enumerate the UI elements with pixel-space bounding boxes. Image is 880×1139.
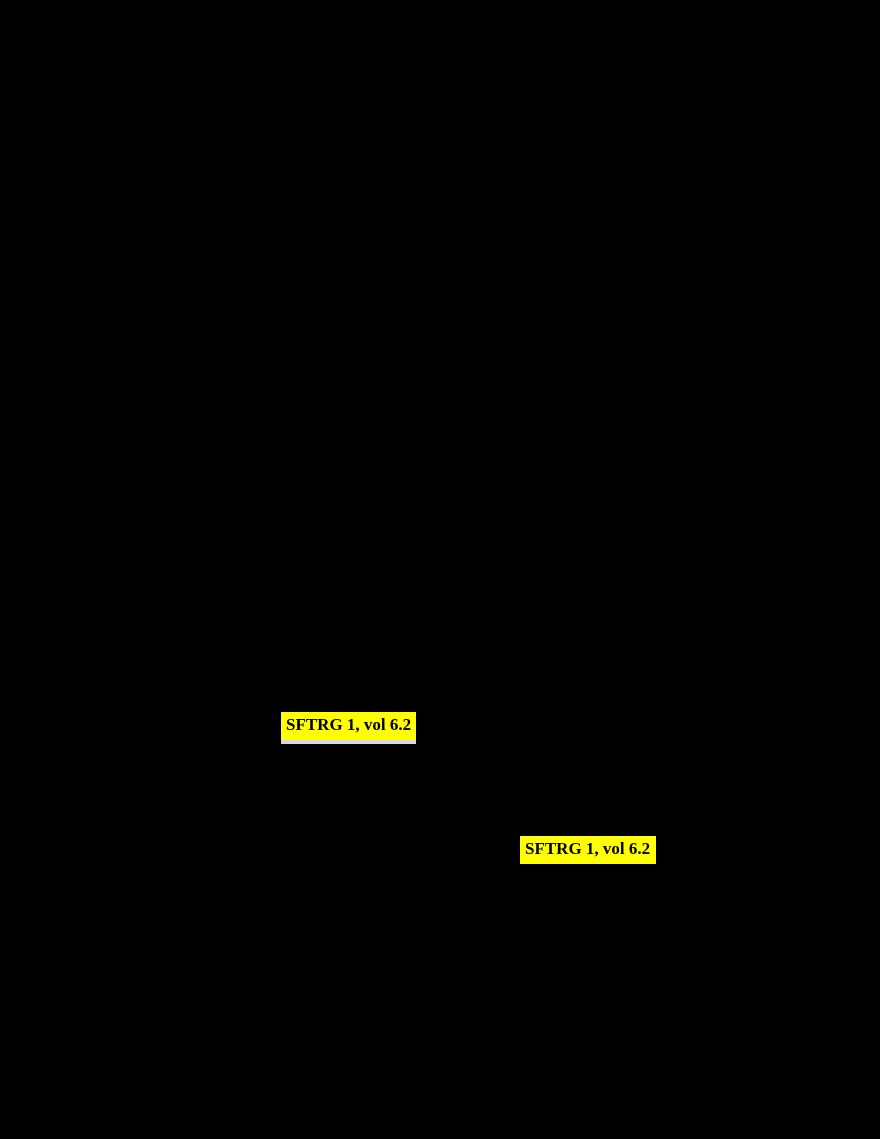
highlighted-reference-label: SFTRG 1, vol 6.2 — [520, 836, 656, 864]
highlighted-reference-label: SFTRG 1, vol 6.2 — [281, 712, 416, 744]
